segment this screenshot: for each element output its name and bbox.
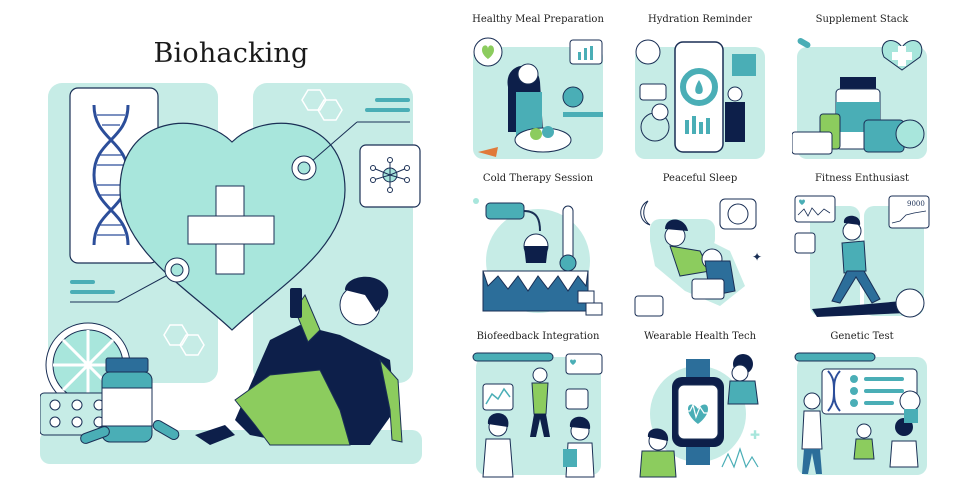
cold-therapy-illustration [473, 198, 603, 316]
tile-healthy-meal-preparation: Healthy Meal Preparation [468, 13, 608, 166]
tile-title: Cold Therapy Session [482, 173, 594, 184]
capsule-icon [80, 420, 180, 444]
sleep-illustration: ✦ [634, 198, 762, 317]
tile-fitness-enthusiast: Fitness Enthusiast 9000 [792, 172, 932, 325]
tile-supplement-stack: Supplement Stack [791, 13, 932, 166]
biofeedback-illustration [472, 352, 603, 478]
tile-genetic-test: Genetic Test [792, 330, 932, 483]
biohacking-hero-illustration [40, 83, 422, 464]
tile-cold-therapy-session: Cold Therapy Session [468, 172, 608, 325]
tile-title: Healthy Meal Preparation [472, 14, 604, 25]
fitness-illustration: 9000 [794, 195, 930, 318]
pill-bottle-icon [101, 357, 153, 443]
tile-title: Hydration Reminder [647, 14, 753, 25]
svg-text:✦: ✦ [752, 250, 762, 264]
wearable-illustration: ✚ [639, 354, 760, 478]
tile-biofeedback-integration: Biofeedback Integration [468, 330, 608, 483]
tile-title: Genetic Test [830, 331, 894, 342]
person-sitting-illustration [195, 276, 403, 446]
tile-title: Supplement Stack [815, 14, 909, 25]
tile-title: Biofeedback Integration [476, 331, 600, 342]
tile-peaceful-sleep: Peaceful Sleep ✦ [630, 172, 770, 325]
hexagon-icon [163, 89, 343, 356]
main-title: Biohacking [153, 38, 309, 69]
svg-text:✚: ✚ [750, 428, 760, 442]
hydration-illustration [635, 39, 765, 159]
genetic-test-illustration [794, 352, 927, 475]
tile-wearable-health-tech: Wearable Health Tech ✚ [630, 330, 770, 483]
molecule-icon [359, 144, 421, 208]
tile-title: Wearable Health Tech [643, 331, 757, 342]
tile-hydration-reminder: Hydration Reminder [630, 13, 770, 166]
tile-title: Peaceful Sleep [662, 173, 738, 184]
tile-title: Fitness Enthusiast [814, 173, 910, 184]
step-count-label: 9000 [907, 200, 925, 208]
supplements-illustration [791, 38, 927, 159]
meal-prep-illustration [473, 37, 603, 159]
